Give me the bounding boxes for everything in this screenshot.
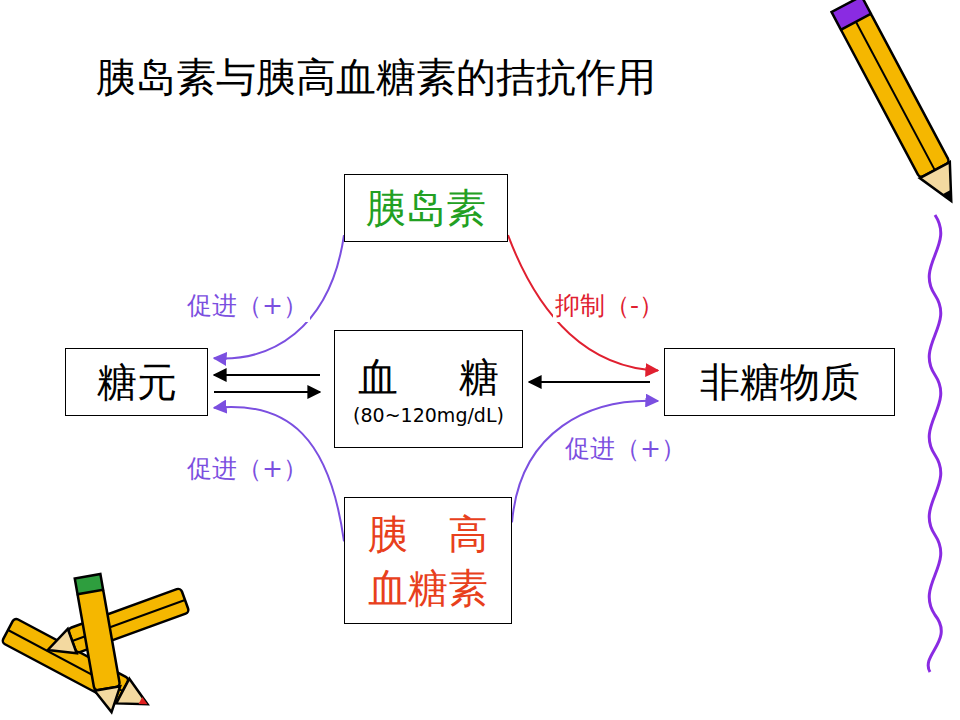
node-text: 非糖物质 bbox=[700, 356, 860, 408]
node-text: 胰 高 血糖素 bbox=[368, 507, 488, 615]
substance-box: 非糖物质 bbox=[664, 348, 895, 416]
edge-label: 抑制（-） bbox=[553, 289, 666, 322]
edge-label: 促进（+） bbox=[563, 432, 688, 465]
storage-box: 糖元 bbox=[65, 348, 208, 416]
connector bbox=[214, 374, 320, 376]
connector bbox=[214, 391, 320, 393]
pencil bbox=[75, 574, 125, 714]
edge-label: 促进（+） bbox=[185, 452, 310, 485]
node-text: 糖元 bbox=[97, 356, 177, 408]
blood-sugar-box: 血 糖(80~120mg/dL) bbox=[334, 330, 523, 448]
pencil bbox=[832, 0, 960, 209]
wavy-border bbox=[928, 215, 941, 672]
connector bbox=[529, 381, 650, 383]
title: 胰岛素与胰高血糖素的拮抗作用 bbox=[96, 50, 656, 105]
hormone-box: 胰 高 血糖素 bbox=[344, 497, 512, 624]
edge-label: 促进（+） bbox=[185, 289, 310, 322]
node-text: 血 糖 bbox=[358, 351, 523, 403]
pencil bbox=[43, 588, 189, 662]
hormone-box: 胰岛素 bbox=[344, 174, 508, 242]
node-text: 胰岛素 bbox=[366, 182, 486, 234]
node-subtext: (80~120mg/dL) bbox=[353, 403, 504, 428]
